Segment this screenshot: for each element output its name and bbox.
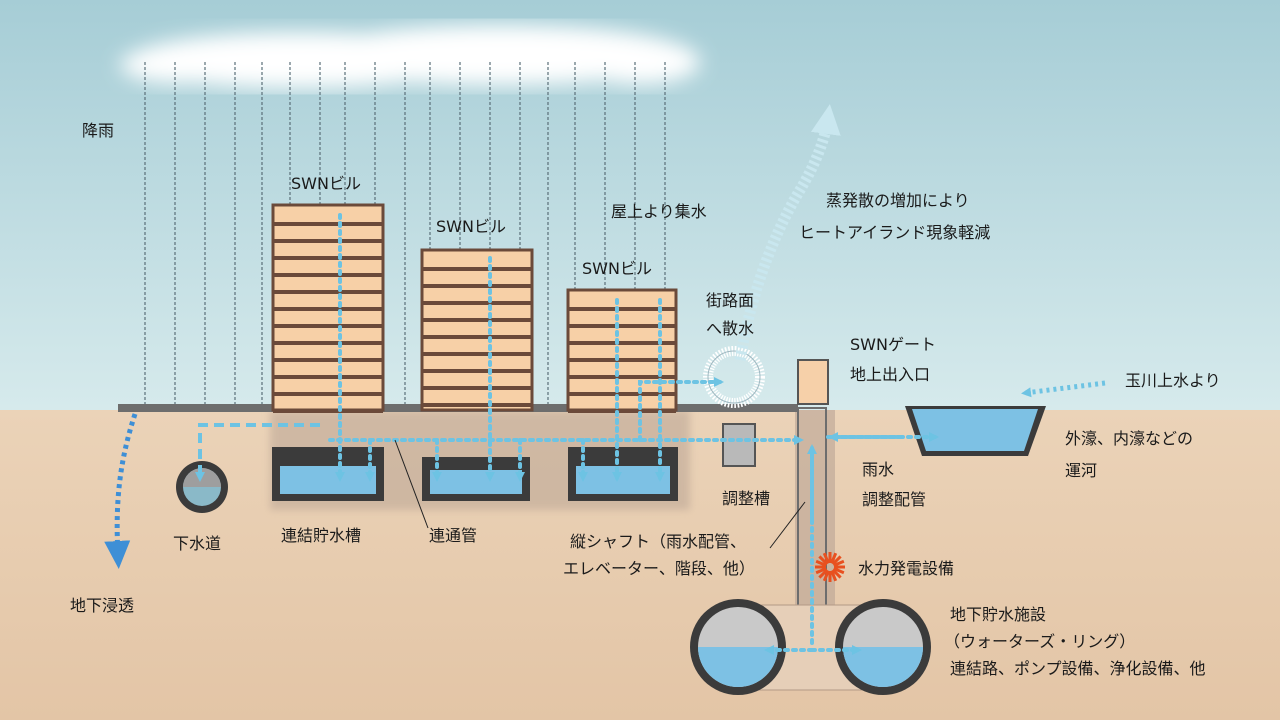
building-floor: [273, 290, 383, 294]
turbine-spoke: [818, 555, 829, 566]
building-floor: [273, 273, 383, 277]
hydropower-label: 水力発電設備: [858, 559, 955, 578]
sewer-label: 下水道: [173, 534, 222, 553]
turbine-spoke: [833, 567, 845, 575]
water-ring-right: [835, 599, 931, 695]
gate-entrance: [797, 359, 829, 405]
building-floor: [273, 341, 383, 345]
building-2-label: SWNビル: [436, 217, 506, 236]
rain-pipe-label-1: 雨水: [862, 460, 895, 479]
flow-to-sprinkler: [638, 377, 724, 442]
turbine-spoke: [831, 568, 842, 579]
building-floor: [273, 392, 383, 396]
building-floor: [422, 318, 532, 322]
sewer-pipe: [176, 461, 228, 513]
building-floor: [273, 324, 383, 328]
regulating-tank: [722, 423, 756, 467]
tamagawa-label: 玉川上水より: [1125, 371, 1221, 390]
shaft-label-1: 縦シャフト（雨水配管、: [570, 532, 747, 551]
leader-linked-tank: [394, 439, 429, 529]
building-floor: [422, 352, 532, 356]
facility-label-2: （ウォーターズ・リング）: [944, 632, 1136, 651]
leader-shaft: [769, 501, 806, 549]
building-floor: [273, 375, 383, 379]
linked-tank-label: 連結貯水槽: [281, 526, 362, 545]
building-2: [420, 248, 534, 412]
building-floor: [568, 409, 676, 413]
building-floor: [273, 307, 383, 311]
turbine-spoke: [833, 559, 845, 567]
turbine-spoke: [815, 559, 827, 567]
evaporation-label-1: 蒸発散の増加により: [826, 191, 970, 210]
turbine-spoke: [815, 567, 827, 575]
moat-label-2: 運河: [1065, 461, 1098, 480]
building-floor: [568, 307, 676, 311]
underground-infiltration-label: 地下浸透: [70, 596, 135, 615]
facility-label-1: 地下貯水施設: [950, 605, 1047, 624]
building-floor: [568, 358, 676, 362]
building-3-label: SWNビル: [582, 259, 652, 278]
roof-collection-label: 屋上より集水: [611, 202, 707, 221]
building-1: [271, 203, 385, 413]
rain-pipe-label-2: 調整配管: [862, 490, 927, 509]
flow-evaporation: [734, 104, 841, 361]
facility-label-3: 連結路、ポンプ設備、浄化設備、他: [950, 659, 1206, 678]
turbine-spoke: [830, 552, 838, 564]
building-floor: [422, 284, 532, 288]
building-floor: [422, 335, 532, 339]
building-floor: [568, 375, 676, 379]
canal: [905, 406, 1046, 456]
building-floor: [568, 324, 676, 328]
water-ring-left: [690, 599, 786, 695]
turbine-spoke: [831, 555, 842, 566]
building-floor: [568, 392, 676, 396]
flow-to-sewer: [195, 423, 320, 482]
evaporation-label-2: ヒートアイランド現象軽減: [799, 223, 991, 242]
building-floor: [273, 222, 383, 226]
gate-label-1: SWNゲート: [850, 335, 936, 354]
building-1-label: SWNビル: [291, 174, 361, 193]
building-floor: [422, 403, 532, 407]
linked-tank-1: [272, 447, 384, 501]
street-spray-label-2: へ散水: [706, 319, 755, 338]
hydro-turbine-icon: [815, 552, 845, 582]
street-spray-label-1: 街路面: [706, 291, 755, 310]
building-floor: [273, 239, 383, 243]
turbine-spoke: [818, 568, 829, 579]
turbine-spoke: [822, 552, 830, 564]
moat-label-1: 外濠、内濠などの: [1065, 429, 1194, 448]
gate-label-2: 地上出入口: [850, 365, 931, 384]
building-floor: [422, 267, 532, 271]
connecting-pipe-label: 連通管: [429, 526, 478, 545]
turbine-spoke: [830, 570, 838, 582]
building-floor: [273, 358, 383, 362]
shaft-label-2: エレベーター、階段、他）: [563, 559, 755, 578]
rainfall-label: 降雨: [82, 121, 115, 140]
building-floor: [422, 386, 532, 390]
regulating-tank-label: 調整槽: [722, 489, 771, 508]
street-sprinkler-icon: [703, 346, 765, 408]
building-floor: [568, 341, 676, 345]
building-floor: [422, 301, 532, 305]
building-floor: [273, 256, 383, 260]
building-floor: [273, 409, 383, 413]
turbine-spoke: [822, 570, 830, 582]
building-floor: [422, 369, 532, 373]
